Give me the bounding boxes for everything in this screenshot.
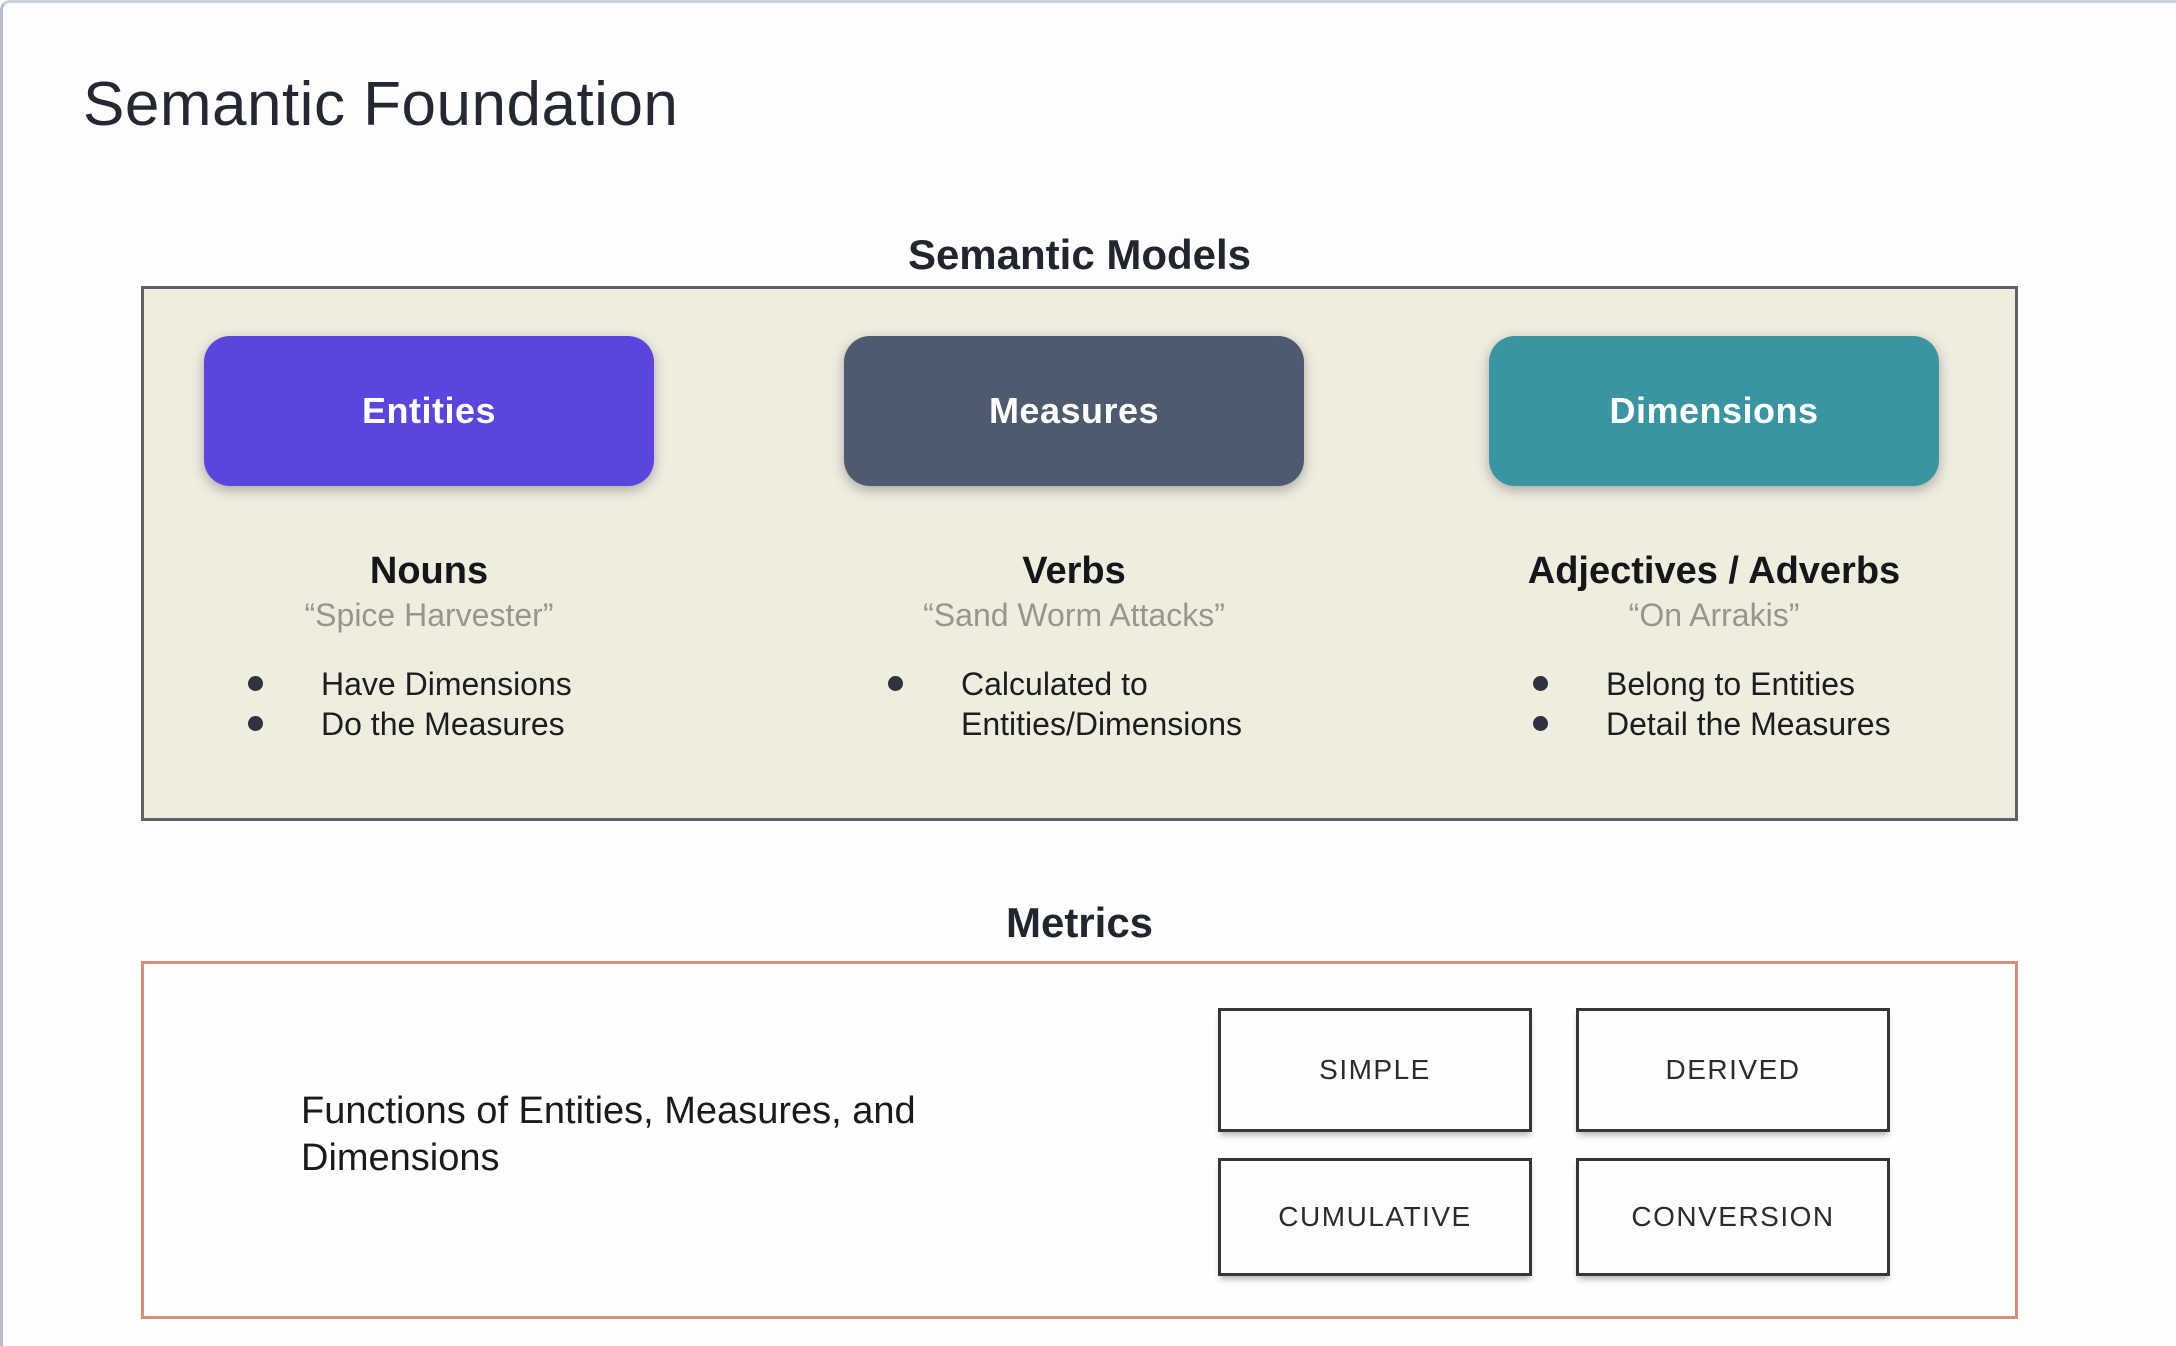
bullet-icon: [888, 676, 903, 691]
entities-column: Entities Nouns “Spice Harvester” Have Di…: [204, 336, 654, 744]
list-item: Calculated to Entities/Dimensions: [888, 664, 1304, 744]
bullet-text: Have Dimensions: [321, 666, 572, 702]
measures-column: Measures Verbs “Sand Worm Attacks” Calcu…: [844, 336, 1304, 744]
bullet-icon: [1533, 716, 1548, 731]
list-item: Belong to Entities: [1533, 664, 1939, 704]
bullet-text: Belong to Entities: [1606, 666, 1856, 702]
list-item: Detail the Measures: [1533, 704, 1939, 744]
bullet-icon: [248, 716, 263, 731]
entities-term: Nouns: [369, 550, 489, 592]
measures-term: Verbs: [1022, 550, 1126, 592]
dimensions-term: Adjectives / Adverbs: [1527, 550, 1901, 592]
measures-bullet-list: Calculated to Entities/Dimensions: [844, 664, 1304, 744]
metrics-heading: Metrics: [1005, 899, 1154, 946]
list-item: Do the Measures: [248, 704, 654, 744]
bullet-text: Detail the Measures: [1606, 706, 1891, 742]
dimensions-example-quote: “On Arrakis”: [1628, 597, 1800, 633]
measures-pill: Measures: [844, 336, 1304, 486]
bullet-icon: [248, 676, 263, 691]
metric-type-conversion: CONVERSION: [1576, 1158, 1890, 1276]
slide-title: Semantic Foundation: [83, 70, 679, 139]
semantic-models-panel: Entities Nouns “Spice Harvester” Have Di…: [141, 286, 2018, 821]
entities-pill: Entities: [204, 336, 654, 486]
dimensions-pill: Dimensions: [1489, 336, 1939, 486]
bullet-text: Calculated to Entities/Dimensions: [961, 666, 1242, 742]
list-item: Have Dimensions: [248, 664, 654, 704]
bullet-icon: [1533, 676, 1548, 691]
bullet-text: Do the Measures: [321, 706, 565, 742]
metrics-description: Functions of Entities, Measures, and Dim…: [301, 1090, 916, 1179]
dimensions-column: Dimensions Adjectives / Adverbs “On Arra…: [1489, 336, 1939, 744]
metrics-panel: Functions of Entities, Measures, and Dim…: [141, 961, 2018, 1319]
entities-example-quote: “Spice Harvester”: [304, 597, 554, 633]
metric-type-cumulative: CUMULATIVE: [1218, 1158, 1532, 1276]
dimensions-bullet-list: Belong to Entities Detail the Measures: [1489, 664, 1939, 744]
metric-type-simple: SIMPLE: [1218, 1008, 1532, 1132]
metric-type-derived: DERIVED: [1576, 1008, 1890, 1132]
entities-bullet-list: Have Dimensions Do the Measures: [204, 664, 654, 744]
semantic-models-heading: Semantic Models: [907, 231, 1252, 278]
metric-types-grid: SIMPLE DERIVED CUMULATIVE CONVERSION: [1218, 1008, 1890, 1276]
measures-example-quote: “Sand Worm Attacks”: [923, 597, 1225, 633]
